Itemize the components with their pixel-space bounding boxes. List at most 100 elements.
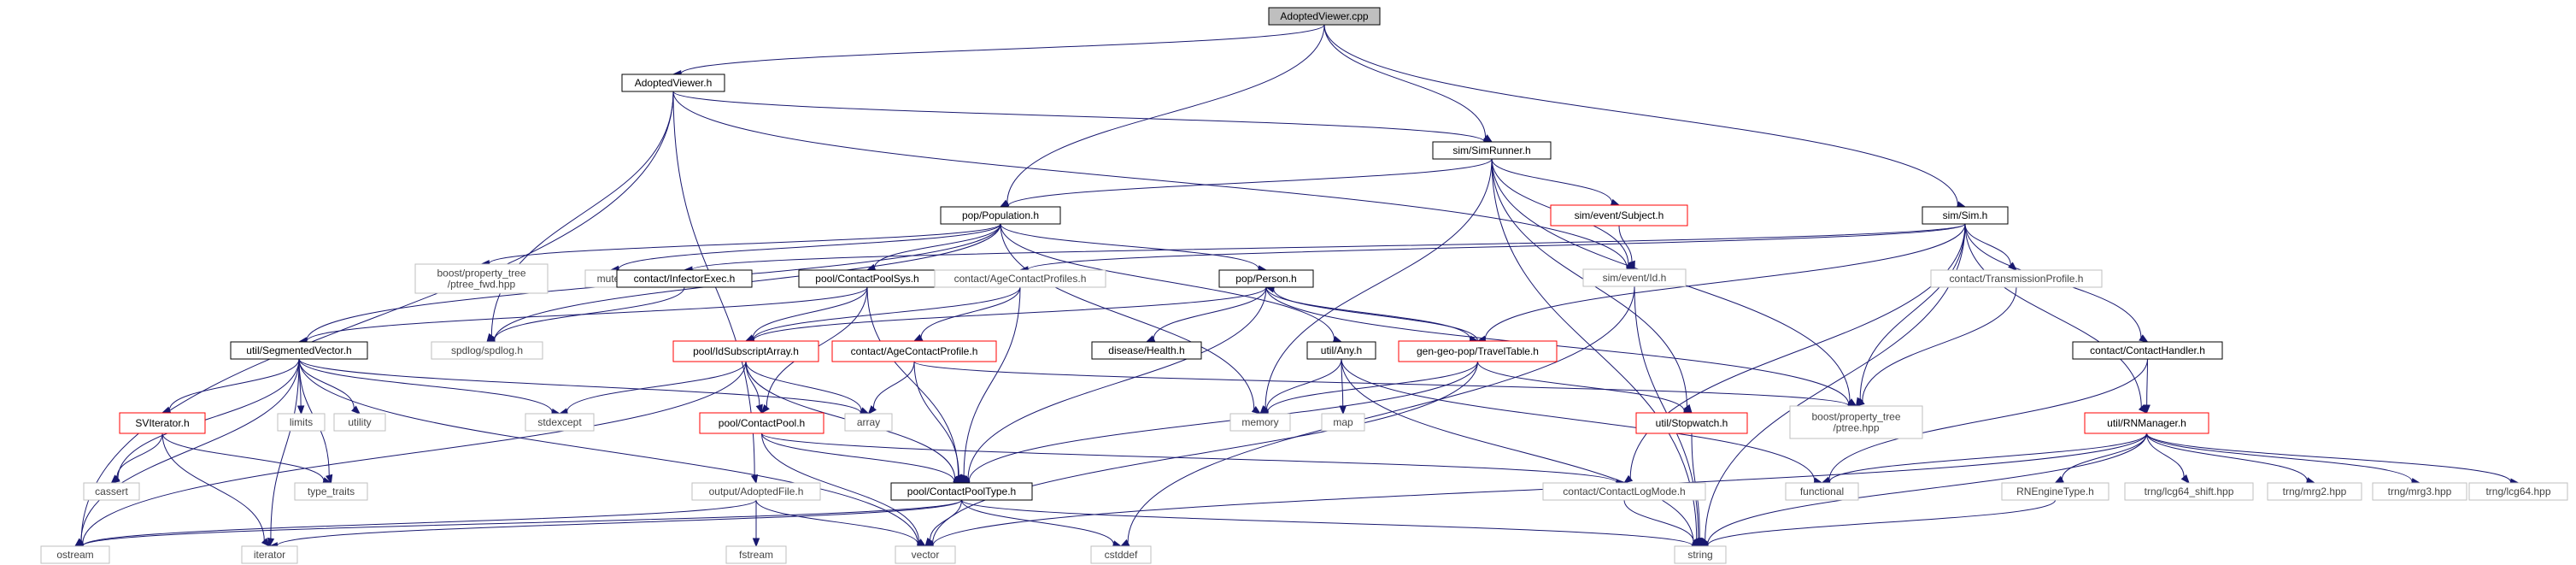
node-contact-transmissionprofile-h: contact/TransmissionProfile.h bbox=[1930, 269, 2103, 288]
node-fstream: fstream bbox=[725, 545, 787, 564]
node-box bbox=[2124, 482, 2254, 501]
node-box bbox=[699, 412, 824, 434]
node-util-any-h[interactable]: util/Any.h bbox=[1306, 341, 1376, 360]
edge-rnenginetype-h-to-string bbox=[1699, 499, 2056, 549]
edge-sviterator-h-to-type-traits bbox=[161, 433, 332, 485]
edge-sviterator-h-to-cassert bbox=[110, 433, 163, 484]
node-contact-agecontactprofiles-h: contact/AgeContactProfiles.h bbox=[934, 269, 1106, 288]
node-box bbox=[294, 482, 368, 501]
edge-sim-sim-h-to-util-rnmanager-h bbox=[1964, 223, 2148, 414]
node-spdlog-spdlog-h: spdlog/spdlog.h bbox=[431, 341, 543, 360]
node-box bbox=[1321, 413, 1365, 432]
node-label: limits bbox=[290, 416, 313, 428]
arrowhead bbox=[1259, 406, 1270, 415]
node-pop-person-h[interactable]: pop/Person.h bbox=[1218, 269, 1314, 288]
node-pool-contactpooltype-h[interactable]: pool/ContactPoolType.h bbox=[890, 482, 1033, 501]
node-trng-lcg64-hpp: trng/lcg64.hpp bbox=[2468, 482, 2568, 501]
arrowhead bbox=[2054, 475, 2064, 484]
node-box bbox=[2468, 482, 2568, 501]
node-label: contact/ContactLogMode.h bbox=[1563, 486, 1685, 497]
node-box bbox=[1785, 482, 1859, 501]
arrowhead bbox=[261, 538, 271, 547]
node-label: sim/event/Id.h bbox=[1603, 272, 1667, 284]
node-pool-contactpoolsys-h[interactable]: pool/ContactPoolSys.h bbox=[798, 269, 936, 288]
node-trng-mrg3-hpp: trng/mrg3.hpp bbox=[2372, 482, 2467, 501]
node-contact-contacthandler-h[interactable]: contact/ContactHandler.h bbox=[2072, 341, 2223, 360]
node-box bbox=[1268, 7, 1381, 26]
node-box bbox=[1789, 405, 1923, 439]
arrowhead bbox=[755, 403, 763, 415]
edge-util-segmentedvector-h-to-sviterator-h bbox=[161, 358, 300, 414]
node-util-rnmanager-h[interactable]: util/RNManager.h bbox=[2084, 412, 2209, 434]
node-box bbox=[277, 413, 326, 432]
arrowhead bbox=[326, 474, 333, 485]
node-box bbox=[616, 269, 753, 288]
node-box bbox=[333, 413, 386, 432]
node-label: contact/AgeContactProfiles.h bbox=[954, 273, 1087, 285]
node-pop-population-h[interactable]: pop/Population.h bbox=[940, 206, 1061, 225]
node-label: spdlog/spdlog.h bbox=[451, 344, 523, 356]
edge-sim-sim-h-to-contact-transmissionprofile-h bbox=[1964, 223, 2018, 271]
node-box bbox=[844, 413, 893, 432]
node-memory: memory bbox=[1229, 413, 1291, 432]
node-functional: functional bbox=[1785, 482, 1859, 501]
node-label: ostream bbox=[56, 549, 93, 561]
node-output-adoptedfile-h: output/AdoptedFile.h bbox=[691, 482, 821, 501]
node-label: RNEngineType.h bbox=[2016, 486, 2094, 497]
arrowhead bbox=[2143, 404, 2151, 415]
edge-sim-sim-h-to-contact-infectorexec-h bbox=[683, 223, 1966, 274]
node-adoptedviewer-h[interactable]: AdoptedViewer.h bbox=[621, 74, 725, 92]
node-box bbox=[2084, 412, 2209, 434]
node-string: string bbox=[1674, 545, 1727, 564]
arrowhead bbox=[1855, 397, 1865, 407]
node-contact-agecontactprofile-h[interactable]: contact/AgeContactProfile.h bbox=[831, 340, 997, 362]
edge-adoptedviewer-h-to-sim-simrunner-h bbox=[672, 91, 1493, 145]
arrowhead bbox=[752, 538, 760, 548]
edge-util-segmentedvector-h-to-array bbox=[298, 358, 870, 417]
node-trng-mrg2-hpp: trng/mrg2.hpp bbox=[2267, 482, 2362, 501]
node-box bbox=[2072, 341, 2223, 360]
arrowhead bbox=[1339, 405, 1347, 415]
node-box bbox=[119, 412, 206, 434]
edge-contact-agecontactprofile-h-to-array bbox=[867, 361, 915, 415]
node-box bbox=[831, 340, 997, 362]
node-util-stopwatch-h[interactable]: util/Stopwatch.h bbox=[1635, 412, 1748, 434]
edge-util-rnmanager-h-to-trng-mrg2-hpp bbox=[2146, 433, 2316, 485]
node-box bbox=[1218, 269, 1314, 288]
node-box bbox=[431, 341, 543, 360]
edge-pool-contactpool-h-to-contact-contactlogmode-h bbox=[761, 433, 1626, 486]
edge-util-rnmanager-h-to-trng-lcg64-hpp bbox=[2146, 433, 2520, 486]
node-util-segmentedvector-h[interactable]: util/SegmentedVector.h bbox=[230, 341, 368, 360]
node-box bbox=[890, 482, 1033, 501]
edge-adoptedviewer-cpp-to-sim-sim-h bbox=[1323, 24, 1967, 209]
edge-pool-contactpooltype-h-to-string bbox=[961, 499, 1702, 550]
node-sim-sim-h[interactable]: sim/Sim.h bbox=[1922, 206, 2009, 225]
node-box bbox=[1542, 482, 1706, 501]
edge-util-segmentedvector-h-to-ostream bbox=[73, 358, 300, 547]
edge-pop-population-h-to-pop-person-h bbox=[1000, 223, 1268, 273]
node-vector: vector bbox=[895, 545, 956, 564]
node-ostream: ostream bbox=[40, 545, 110, 564]
edge-adoptedviewer-cpp-to-sim-simrunner-h bbox=[1323, 24, 1493, 143]
node-label: contact/InfectorExec.h bbox=[634, 273, 736, 285]
node-label: gen-geo-pop/TravelTable.h bbox=[1417, 345, 1539, 357]
node-label: trng/mrg2.hpp bbox=[2283, 486, 2347, 497]
node-geo-traveltable-h[interactable]: gen-geo-pop/TravelTable.h bbox=[1398, 340, 1558, 362]
node-sviterator-h[interactable]: SVIterator.h bbox=[119, 412, 206, 434]
node-contact-infectorexec-h[interactable]: contact/InfectorExec.h bbox=[616, 269, 753, 288]
node-label: boost/property_tree bbox=[1811, 411, 1900, 423]
edge-pool-idsubscriptarray-h-to-pool-contactpool-h bbox=[745, 361, 763, 415]
edge-geo-traveltable-h-to-pop-person-h bbox=[1265, 285, 1478, 342]
node-type-traits: type_traits bbox=[294, 482, 368, 501]
node-label: boost/property_tree bbox=[437, 268, 525, 280]
node-pool-idsubscriptarray-h[interactable]: pool/IdSubscriptArray.h bbox=[672, 340, 819, 362]
node-disease-health-h[interactable]: disease/Health.h bbox=[1091, 341, 1202, 360]
node-pool-contactpool-h[interactable]: pool/ContactPool.h bbox=[699, 412, 824, 434]
edge-sim-sim-h-to-geo-traveltable-h bbox=[1476, 223, 1966, 343]
node-box bbox=[1398, 340, 1558, 362]
node-label: SVIterator.h bbox=[135, 417, 189, 429]
node-sim-simrunner-h[interactable]: sim/SimRunner.h bbox=[1432, 141, 1552, 160]
edge-sim-simrunner-h-to-pop-population-h bbox=[999, 158, 1493, 210]
node-sim-event-subject-h[interactable]: sim/event/Subject.h bbox=[1550, 204, 1688, 227]
arrowhead bbox=[2180, 474, 2190, 485]
